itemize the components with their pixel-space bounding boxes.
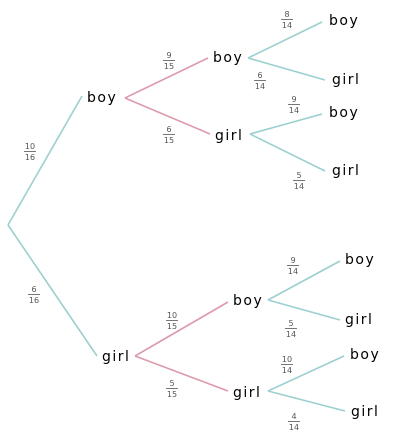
fraction-numerator: 5: [169, 379, 174, 388]
fraction-numerator: 8: [284, 10, 289, 19]
fraction-denominator: 15: [167, 390, 177, 399]
fraction-gb-girl: 5 14: [285, 319, 297, 339]
fraction-denominator: 14: [282, 366, 292, 375]
fraction-denominator: 14: [294, 182, 304, 191]
node-girl-boy: boy: [233, 293, 263, 309]
fraction-root-boy: 10 16: [24, 142, 36, 162]
fraction-denominator: 14: [289, 423, 299, 432]
fraction-bg-boy: 9 14: [288, 95, 300, 115]
leaf-bb-boy: boy: [329, 13, 359, 29]
fraction-numerator: 6: [166, 125, 171, 134]
node-girl-girl: girl: [233, 385, 261, 401]
leaf-gg-boy: boy: [350, 347, 380, 363]
fraction-denominator: 14: [255, 82, 265, 91]
branch-gb-girl: [267, 299, 341, 321]
fraction-numerator: 10: [25, 142, 35, 151]
branch-boy-boy: [124, 57, 209, 99]
fraction-numerator: 9: [290, 256, 295, 265]
branch-gg-girl: [267, 390, 346, 412]
fraction-numerator: 10: [282, 355, 292, 364]
branch-gb-boy: [267, 260, 341, 301]
fraction-numerator: 9: [166, 51, 171, 60]
fraction-denominator: 16: [25, 153, 35, 162]
fraction-numerator: 4: [291, 412, 296, 421]
leaf-bb-girl: girl: [332, 72, 360, 88]
fraction-numerator: 9: [291, 95, 296, 104]
branch-bb-boy: [247, 21, 323, 59]
branch-bg-boy: [249, 113, 323, 135]
fraction-numerator: 6: [31, 285, 36, 294]
fraction-bg-girl: 5 14: [293, 171, 305, 191]
branch-root-girl: [7, 224, 98, 357]
branch-girl-boy: [134, 301, 229, 357]
fraction-numerator: 5: [296, 171, 301, 180]
fraction-numerator: 5: [288, 319, 293, 328]
fraction-denominator: 14: [289, 106, 299, 115]
fraction-boy-boy: 9 15: [163, 51, 175, 71]
fraction-boy-girl: 6 15: [163, 125, 175, 145]
leaf-gb-boy: boy: [345, 252, 375, 268]
node-boy-girl: girl: [215, 128, 243, 144]
fraction-denominator: 15: [164, 136, 174, 145]
branch-girl-girl: [134, 355, 229, 392]
fraction-denominator: 15: [164, 62, 174, 71]
branch-gg-boy: [267, 355, 345, 392]
fraction-girl-boy: 10 15: [166, 311, 178, 331]
branch-bg-girl: [249, 133, 326, 172]
node-boy-boy: boy: [213, 50, 243, 66]
fraction-gg-boy: 10 14: [281, 355, 293, 375]
branch-root-boy: [7, 95, 83, 226]
node-labels: boy girl boy girl boy girl boy girl boy …: [87, 13, 380, 420]
branch-lines: [7, 21, 346, 412]
fraction-gb-boy: 9 14: [287, 256, 299, 276]
fraction-bb-boy: 8 14: [281, 10, 293, 30]
probability-fractions: 10 16 6 16 9 15 6 15 10 15 5 15: [24, 10, 305, 432]
fraction-denominator: 14: [282, 21, 292, 30]
fraction-numerator: 6: [257, 71, 262, 80]
leaf-gg-girl: girl: [351, 404, 379, 420]
branch-bb-girl: [247, 57, 326, 81]
fraction-denominator: 15: [167, 322, 177, 331]
fraction-bb-girl: 6 14: [254, 71, 266, 91]
leaf-gb-girl: girl: [345, 312, 373, 328]
node-boy: boy: [87, 90, 117, 106]
fraction-root-girl: 6 16: [28, 285, 40, 305]
fraction-numerator: 10: [167, 311, 177, 320]
leaf-bg-boy: boy: [329, 105, 359, 121]
fraction-gg-girl: 4 14: [288, 412, 300, 432]
fraction-denominator: 14: [286, 330, 296, 339]
fraction-denominator: 14: [288, 267, 298, 276]
branch-boy-girl: [124, 97, 211, 135]
leaf-bg-girl: girl: [332, 163, 360, 179]
fraction-denominator: 16: [29, 296, 39, 305]
fraction-girl-girl: 5 15: [166, 379, 178, 399]
node-girl: girl: [102, 349, 130, 365]
